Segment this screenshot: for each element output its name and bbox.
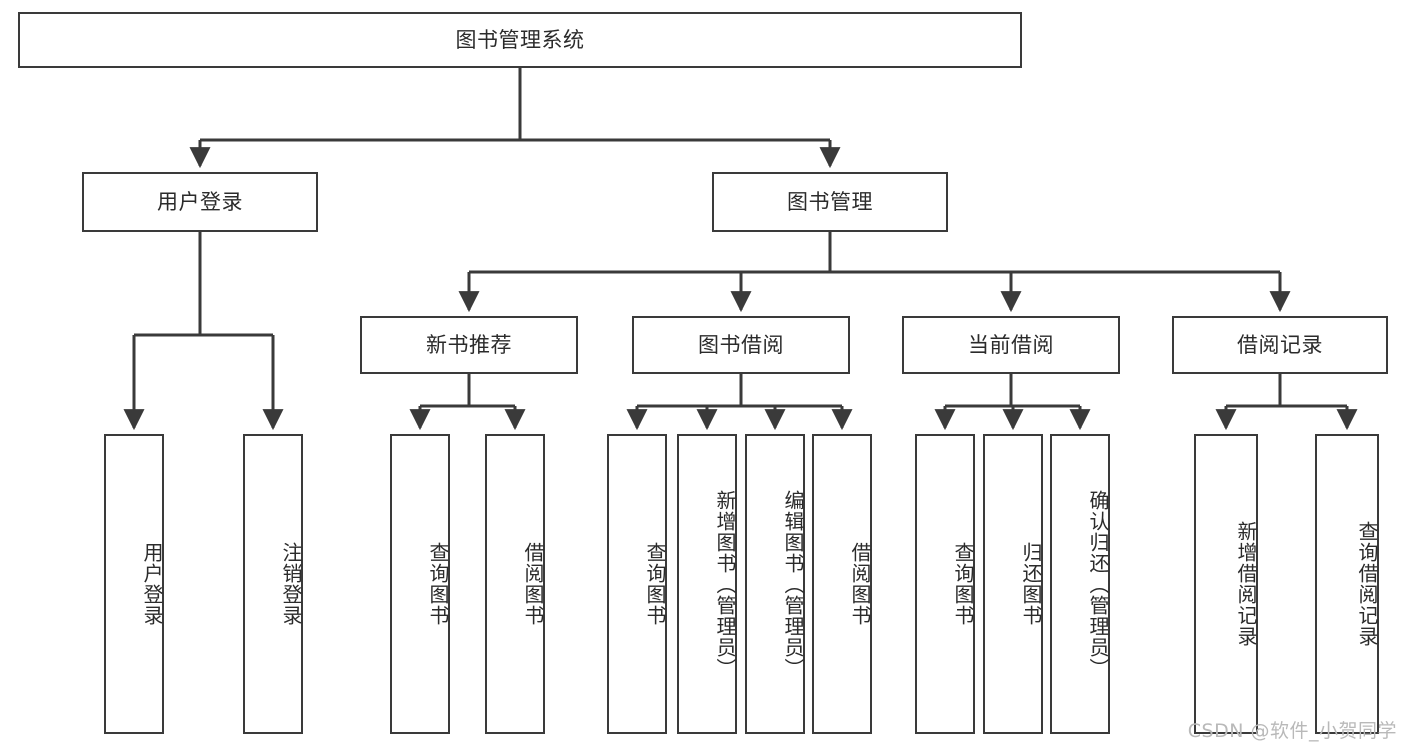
node-leaf-borrow-book-2[interactable]: 借阅图书: [812, 434, 872, 734]
node-new-book-recommend-label: 新书推荐: [426, 332, 512, 357]
node-leaf-add-book-label: 新增图书（管理员）: [713, 489, 737, 679]
node-leaf-user-login-label: 用户登录: [140, 542, 164, 626]
node-leaf-user-login[interactable]: 用户登录: [104, 434, 164, 734]
node-leaf-logout[interactable]: 注销登录: [243, 434, 303, 734]
node-leaf-query-record[interactable]: 查询借阅记录: [1315, 434, 1379, 734]
node-root[interactable]: 图书管理系统: [18, 12, 1022, 68]
node-leaf-return-book[interactable]: 归还图书: [983, 434, 1043, 734]
node-leaf-query-book-2-label: 查询图书: [643, 542, 667, 626]
node-leaf-edit-book-label: 编辑图书（管理员）: [781, 489, 805, 679]
node-new-book-recommend[interactable]: 新书推荐: [360, 316, 578, 374]
node-leaf-edit-book[interactable]: 编辑图书（管理员）: [745, 434, 805, 734]
node-leaf-query-book-3[interactable]: 查询图书: [915, 434, 975, 734]
node-leaf-borrow-book-1[interactable]: 借阅图书: [485, 434, 545, 734]
node-current-borrow[interactable]: 当前借阅: [902, 316, 1120, 374]
node-book-borrow[interactable]: 图书借阅: [632, 316, 850, 374]
node-leaf-return-book-label: 归还图书: [1019, 542, 1043, 626]
node-root-label: 图书管理系统: [455, 27, 585, 52]
node-book-borrow-label: 图书借阅: [698, 332, 784, 357]
node-leaf-query-record-label: 查询借阅记录: [1355, 521, 1379, 647]
node-leaf-borrow-book-2-label: 借阅图书: [848, 542, 872, 626]
node-leaf-query-book-1-label: 查询图书: [426, 542, 450, 626]
node-current-borrow-label: 当前借阅: [968, 332, 1054, 357]
node-leaf-add-book[interactable]: 新增图书（管理员）: [677, 434, 737, 734]
node-book-manage-label: 图书管理: [787, 189, 873, 214]
node-leaf-borrow-book-1-label: 借阅图书: [521, 542, 545, 626]
node-borrow-record-label: 借阅记录: [1237, 332, 1323, 357]
node-leaf-logout-label: 注销登录: [279, 542, 303, 626]
node-leaf-add-record[interactable]: 新增借阅记录: [1194, 434, 1258, 734]
node-leaf-add-record-label: 新增借阅记录: [1234, 521, 1258, 647]
node-borrow-record[interactable]: 借阅记录: [1172, 316, 1388, 374]
node-book-manage[interactable]: 图书管理: [712, 172, 948, 232]
node-leaf-query-book-3-label: 查询图书: [951, 542, 975, 626]
node-leaf-query-book-2[interactable]: 查询图书: [607, 434, 667, 734]
node-leaf-confirm-return-label: 确认归还（管理员）: [1086, 489, 1110, 679]
node-leaf-query-book-1[interactable]: 查询图书: [390, 434, 450, 734]
node-leaf-confirm-return[interactable]: 确认归还（管理员）: [1050, 434, 1110, 734]
node-user-login-label: 用户登录: [157, 189, 243, 214]
node-user-login[interactable]: 用户登录: [82, 172, 318, 232]
